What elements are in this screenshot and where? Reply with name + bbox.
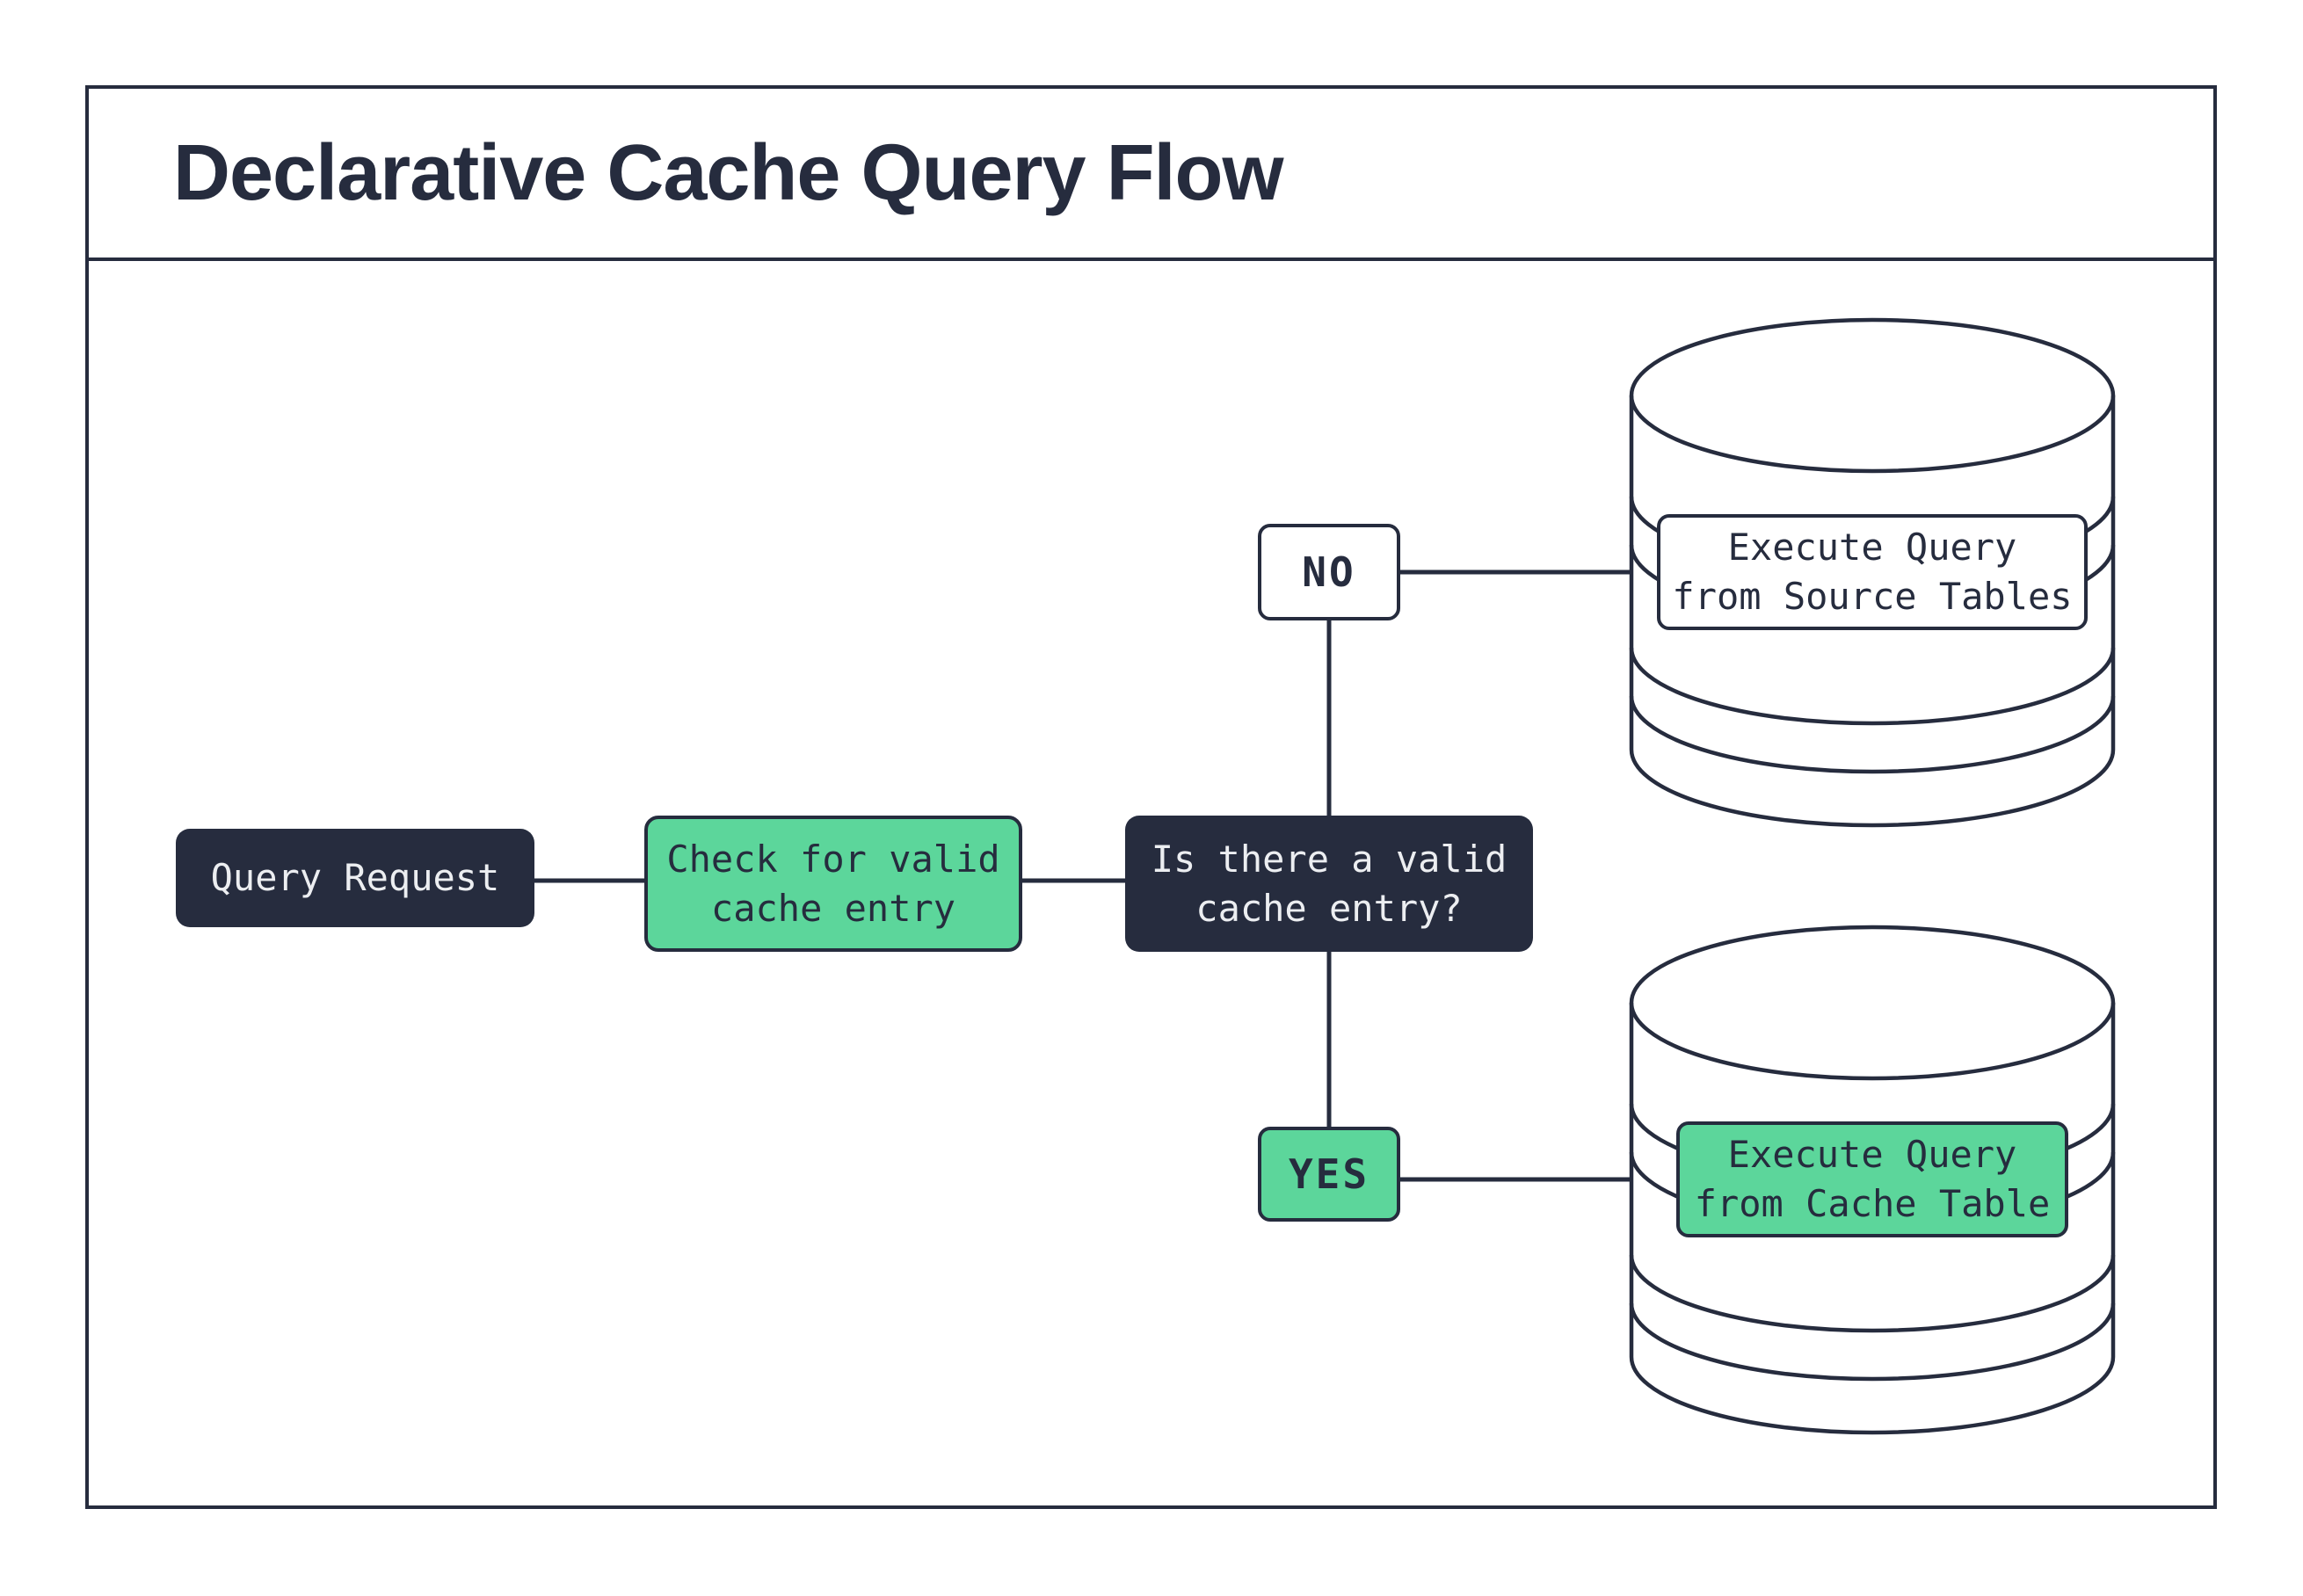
label-execute-cache-line1: Execute Query bbox=[1727, 1133, 2017, 1176]
node-check-cache: Check for valid cache entry bbox=[644, 816, 1022, 952]
badge-no-label: NO bbox=[1302, 548, 1356, 596]
node-decision-line1: Is there a valid bbox=[1151, 837, 1507, 881]
node-query-request-label: Query Request bbox=[210, 856, 500, 899]
node-check-cache-line1: Check for valid bbox=[666, 837, 1000, 881]
label-execute-cache-line2: from Cache Table bbox=[1694, 1182, 2051, 1225]
label-execute-cache: Execute Query from Cache Table bbox=[1676, 1121, 2068, 1237]
node-decision-line2: cache entry? bbox=[1195, 886, 1463, 930]
node-decision: Is there a valid cache entry? bbox=[1125, 816, 1533, 952]
node-query-request: Query Request bbox=[176, 829, 534, 927]
node-check-cache-line2: cache entry bbox=[710, 886, 956, 930]
label-execute-source-line1: Execute Query bbox=[1727, 526, 2017, 569]
badge-no: NO bbox=[1258, 524, 1400, 620]
title-bar: Declarative Cache Query Flow bbox=[89, 89, 2213, 261]
diagram-frame: Declarative Cache Query Flow bbox=[85, 85, 2217, 1509]
label-execute-source-line2: from Source Tables bbox=[1672, 575, 2073, 618]
label-execute-source: Execute Query from Source Tables bbox=[1657, 514, 2088, 630]
badge-yes: YES bbox=[1258, 1127, 1400, 1222]
page-title: Declarative Cache Query Flow bbox=[173, 128, 1284, 217]
badge-yes-label: YES bbox=[1288, 1150, 1370, 1198]
